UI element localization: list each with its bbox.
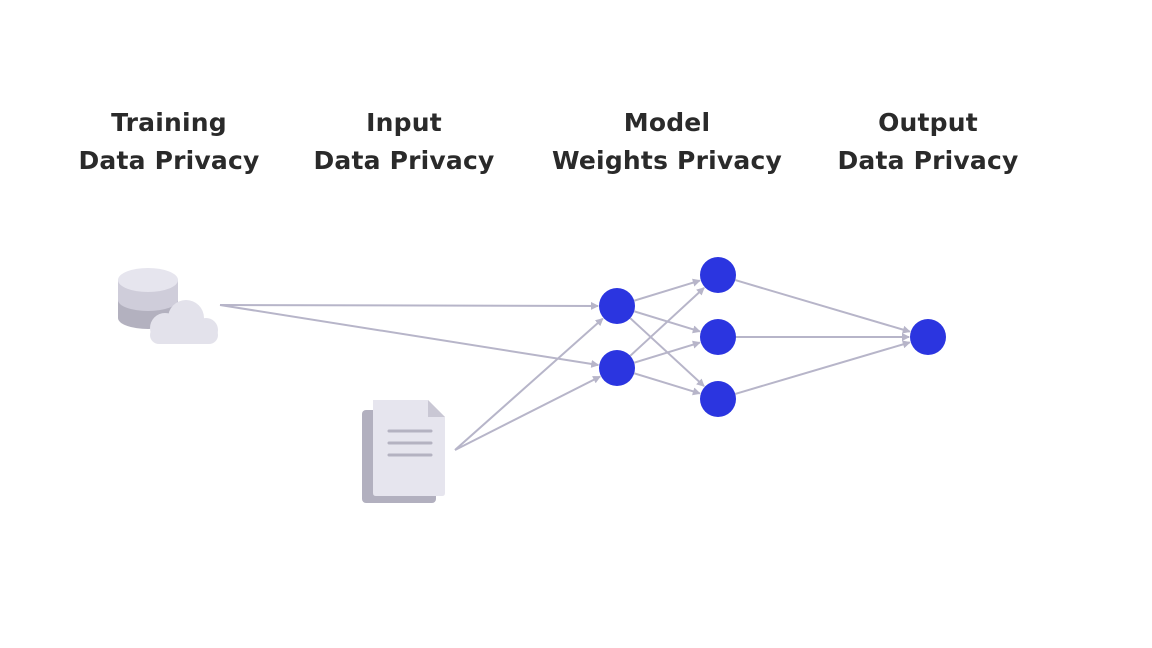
heading-input-data-privacy: Input Data Privacy: [284, 104, 524, 180]
edge-doc-to-1b: [454, 375, 601, 451]
output-node: [910, 319, 946, 355]
edge-1b-2a: [629, 287, 705, 357]
heading-line: Input: [366, 108, 442, 137]
edge-1b-2c: [633, 372, 701, 396]
edge-1b-2b: [633, 340, 701, 364]
edge-1a-2a: [633, 278, 701, 302]
hidden-node-1b: [599, 350, 635, 386]
edge-db-to-1a: [219, 301, 600, 310]
heading-training-data-privacy: Training Data Privacy: [49, 104, 289, 180]
network-nodes: [599, 257, 946, 417]
hidden-node-1a: [599, 288, 635, 324]
edge-doc-to-1a: [454, 317, 604, 451]
hidden-node-2a: [700, 257, 736, 293]
hidden-node-2b: [700, 319, 736, 355]
edge-2c-out: [734, 340, 911, 395]
heading-line: Data Privacy: [837, 146, 1019, 175]
edge-db-to-1b: [219, 304, 600, 368]
heading-line: Data Privacy: [78, 146, 260, 175]
heading-line: Weights Privacy: [552, 146, 782, 175]
heading-line: Data Privacy: [313, 146, 495, 175]
heading-line: Output: [878, 108, 978, 137]
heading-model-weights-privacy: Model Weights Privacy: [547, 104, 787, 180]
heading-line: Training: [111, 108, 227, 137]
connections: [219, 278, 911, 451]
edge-2a-out: [734, 279, 911, 334]
hidden-node-2c: [700, 381, 736, 417]
document-stack-icon: [362, 400, 445, 503]
heading-line: Model: [623, 108, 711, 137]
database-cloud-icon: [118, 268, 218, 344]
heading-output-data-privacy: Output Data Privacy: [808, 104, 1048, 180]
